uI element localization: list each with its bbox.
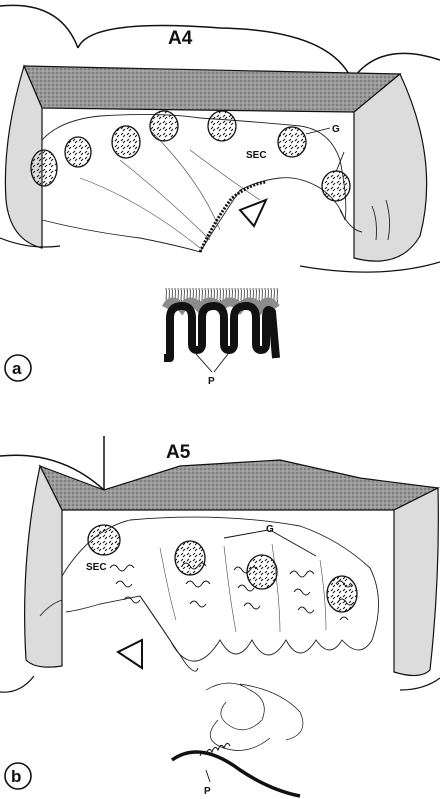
p-label-a: P: [208, 376, 215, 387]
secretory-granules-b: [110, 563, 354, 620]
sec-label-a: SEC: [246, 150, 267, 161]
top-face: [24, 66, 400, 112]
p-label-b: P: [204, 786, 211, 797]
arrowhead-outline-icon: [240, 200, 266, 226]
panel-b: A5 SEC G P b: [0, 436, 440, 797]
nuclei-b: [88, 525, 357, 612]
g-label-b: G: [266, 524, 274, 535]
top-face-b: [40, 460, 438, 510]
inset-b-membrane: [172, 752, 300, 796]
sec-label-b: SEC: [86, 562, 107, 573]
segment-label-a: A4: [168, 28, 193, 49]
segment-label-b: A5: [166, 442, 191, 463]
inset-a: P: [164, 288, 278, 387]
right-face-b: [394, 488, 438, 676]
panel-letter-a: a: [5, 355, 31, 381]
svg-text:b: b: [11, 767, 21, 786]
inset-b: P: [172, 683, 303, 797]
arrowhead-outline-icon-b: [118, 640, 142, 668]
panel-letter-b: b: [5, 763, 31, 789]
folded-membrane: [164, 306, 276, 358]
nuclei-a: [31, 111, 350, 201]
panel-a: A4 SEC G P a: [0, 5, 440, 387]
g-label-a: G: [332, 124, 340, 135]
svg-text:a: a: [12, 359, 22, 378]
